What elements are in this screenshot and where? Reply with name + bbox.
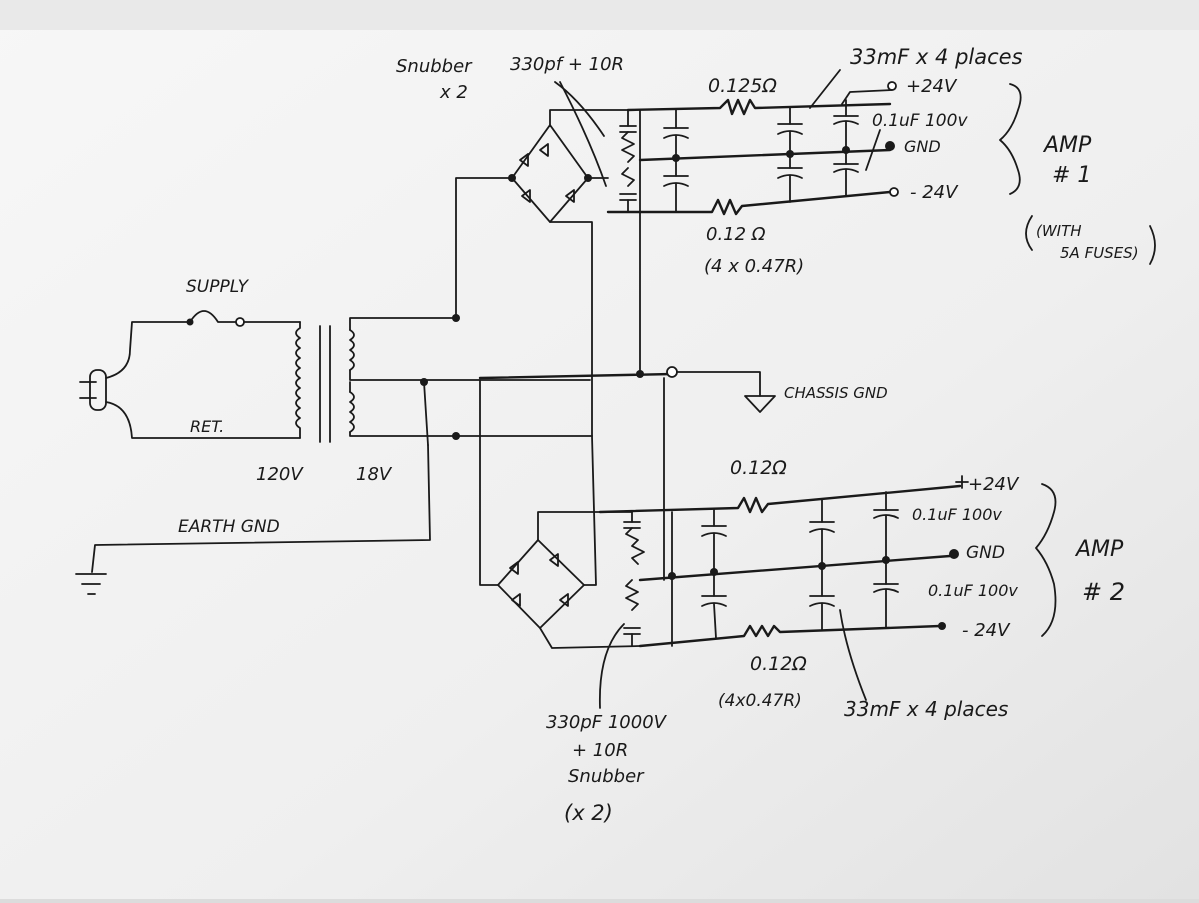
resistor-bottom-upper: 0.12Ω bbox=[730, 457, 787, 479]
supply-label: SUPPLY bbox=[186, 277, 250, 297]
cap-small-top-label: 0.1uF 100v bbox=[872, 111, 968, 131]
snubber-bottom-value: 330pF 1000V bbox=[546, 712, 668, 733]
rectifier-bottom bbox=[479, 379, 641, 649]
cap-small-bottom-a: 0.1uF 100v bbox=[912, 505, 1002, 524]
cap-small-bottom-b: 0.1uF 100v bbox=[928, 581, 1018, 600]
amp2-gnd-label: GND bbox=[966, 543, 1005, 563]
resistor-bottom-lower: 0.12Ω bbox=[750, 653, 807, 675]
chassis-gnd-label: CHASSIS GND bbox=[784, 384, 888, 402]
amp2-brace bbox=[1035, 483, 1057, 637]
filter-bottom bbox=[598, 475, 969, 709]
snubber-top-label: Snubber bbox=[396, 56, 473, 77]
snubber-bottom-label: Snubber bbox=[568, 766, 645, 787]
amp2-neg-label: - 24V bbox=[962, 620, 1011, 641]
caps-bottom-label: 33mF x 4 places bbox=[844, 697, 1008, 721]
amp2-pos-label: +24V bbox=[968, 474, 1020, 495]
filter-top bbox=[554, 69, 899, 216]
fuse bbox=[186, 310, 301, 327]
amp2-number: # 2 bbox=[1082, 578, 1125, 606]
primary-voltage: 120V bbox=[256, 464, 304, 485]
snubber-top-value: 330pf + 10R bbox=[510, 54, 624, 75]
amp1-note-a: (WITH bbox=[1036, 222, 1082, 240]
return-label: RET. bbox=[190, 417, 224, 436]
earth-gnd-label: EARTH GND bbox=[178, 517, 280, 537]
mains-input bbox=[79, 321, 301, 439]
rectifier-top bbox=[455, 109, 629, 437]
amp1-brace bbox=[999, 83, 1022, 195]
amp1-number: # 1 bbox=[1052, 163, 1091, 188]
snubber-top-count: x 2 bbox=[439, 82, 468, 103]
amp1-pos-label: +24V bbox=[906, 76, 958, 97]
resistor-top-upper: 0.125Ω bbox=[708, 75, 777, 97]
resistor-bottom-lower-note: (4x0.47R) bbox=[718, 691, 802, 711]
snubber-bottom-count: (x 2) bbox=[564, 801, 613, 825]
resistor-top-lower-note: (4 x 0.47R) bbox=[704, 256, 804, 277]
amp1-note-b: 5A FUSES) bbox=[1060, 244, 1139, 262]
amp1-neg-label: - 24V bbox=[910, 182, 959, 203]
snubber-bottom-resistor: + 10R bbox=[572, 740, 628, 761]
amp1-gnd-label: GND bbox=[904, 137, 941, 156]
amp1-note-parens bbox=[1025, 215, 1156, 265]
labels: Snubber 330pf + 10R x 2 0.125Ω 33mF x 4 … bbox=[178, 45, 1139, 825]
earth-ground bbox=[75, 444, 431, 595]
caps-top-label: 33mF x 4 places bbox=[850, 45, 1023, 69]
chassis-ground-bus bbox=[478, 109, 776, 581]
resistor-top-lower: 0.12 Ω bbox=[706, 224, 766, 245]
amp1-name: AMP bbox=[1042, 133, 1092, 158]
amp2-name: AMP bbox=[1074, 537, 1124, 562]
secondary-voltage: 18V bbox=[356, 464, 393, 485]
